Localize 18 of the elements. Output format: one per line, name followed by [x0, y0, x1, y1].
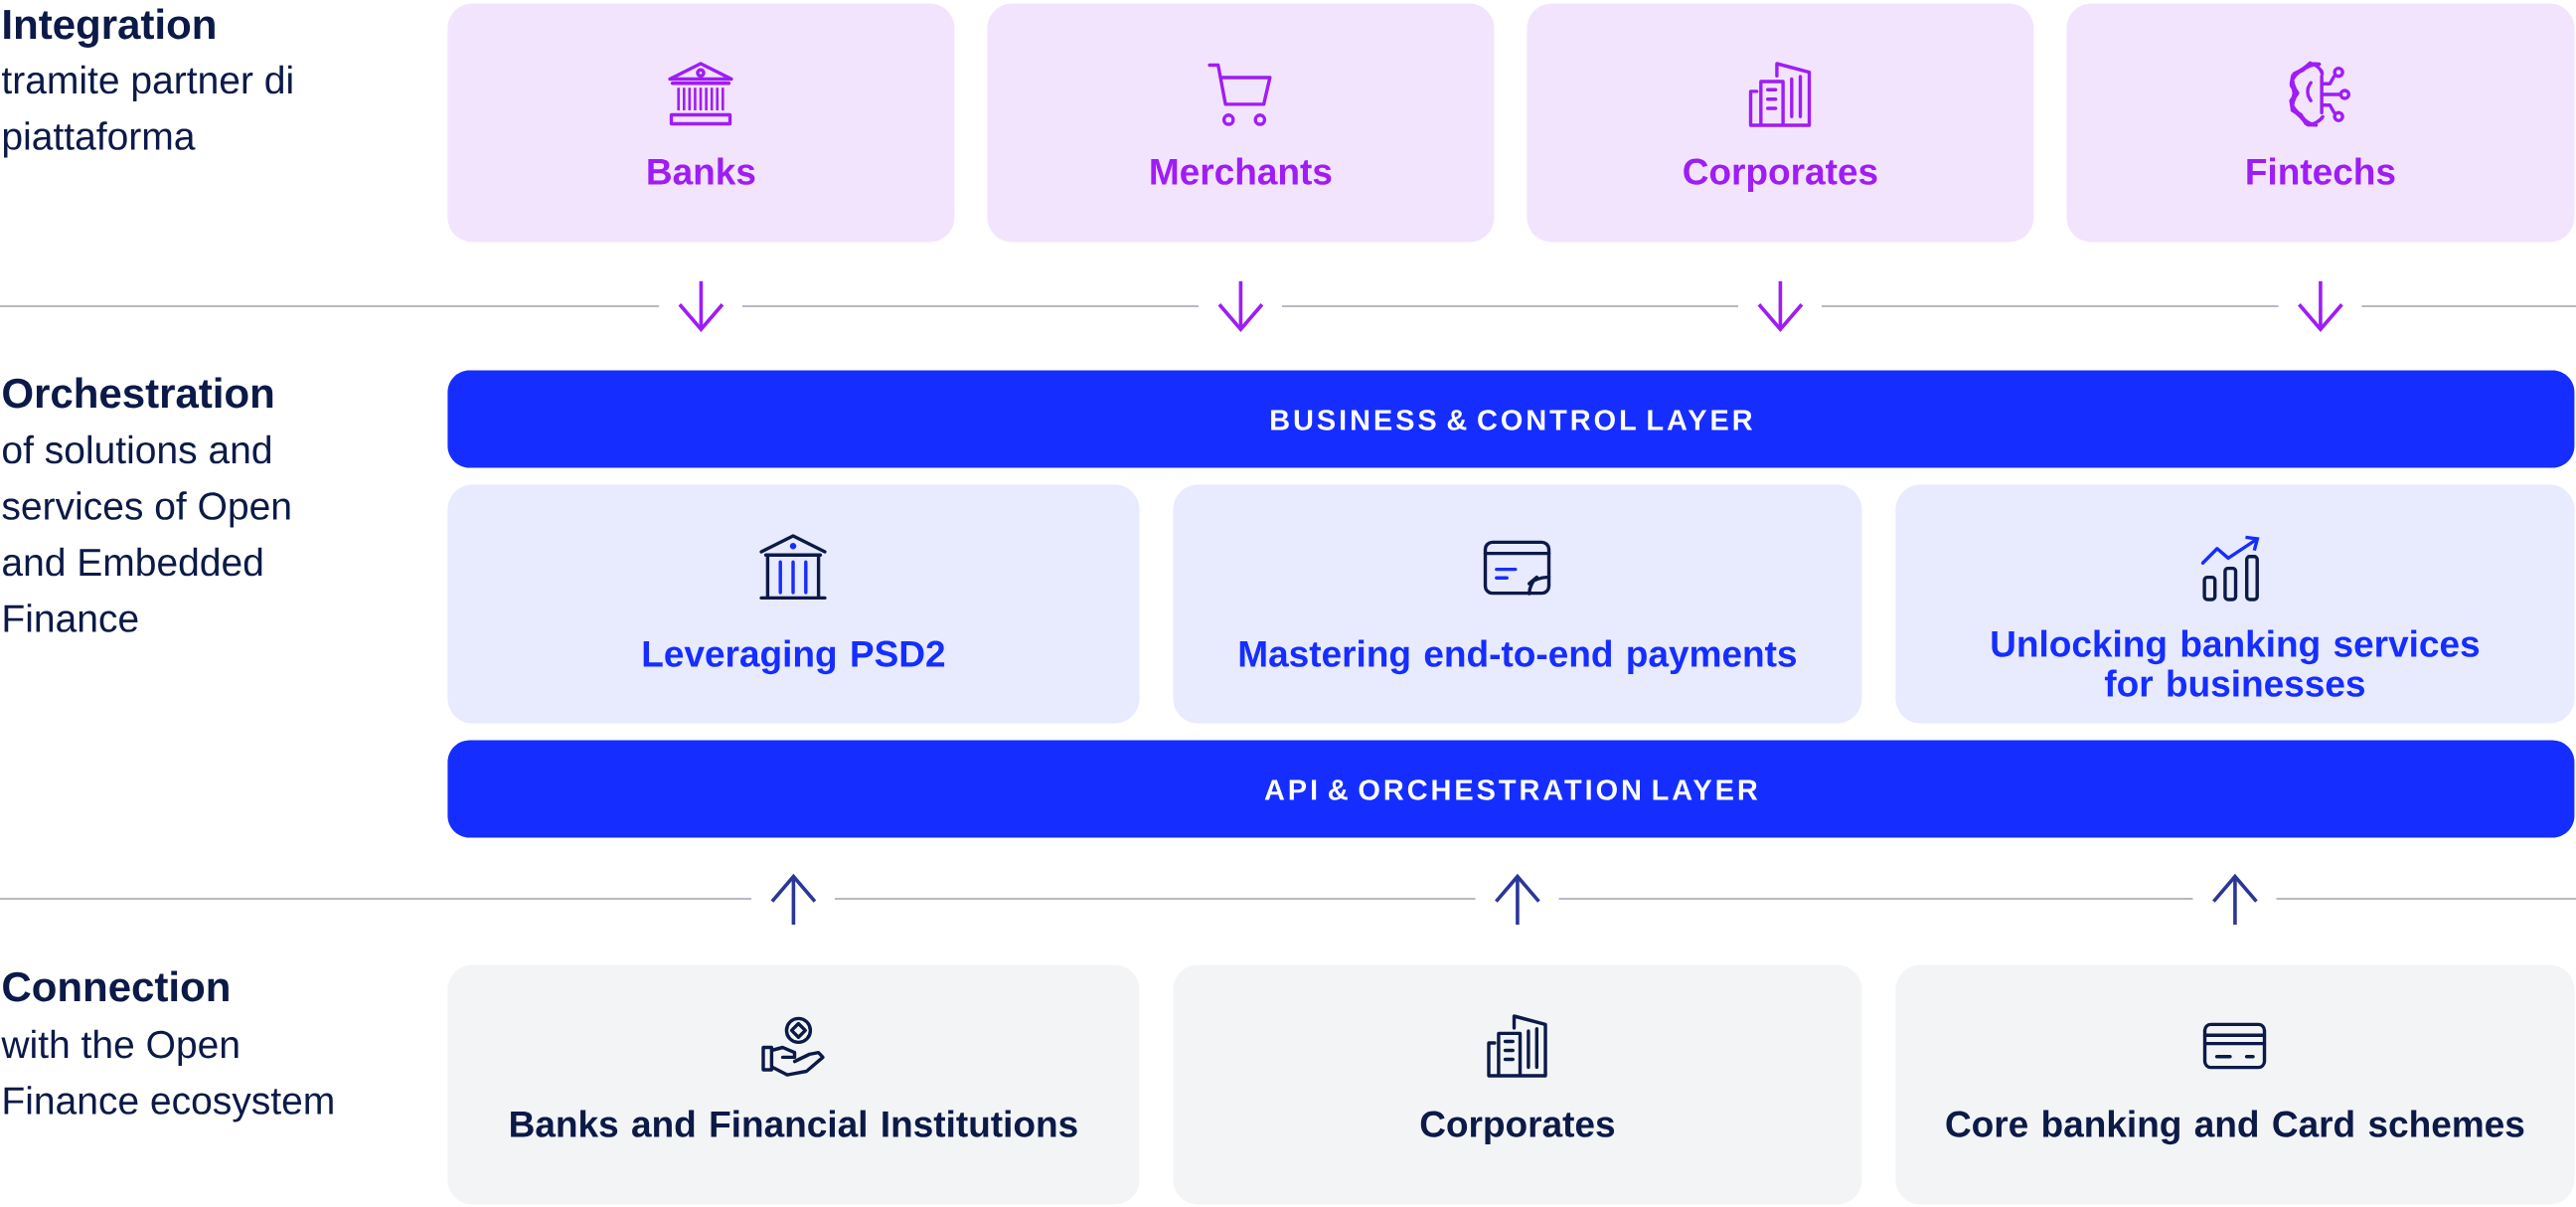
section-heading: Integration — [4, 8, 215, 48]
layer-bar: API & ORCHESTRATION LAYER — [447, 740, 2575, 838]
category-box: Fintechs — [2066, 3, 2575, 243]
section-heading: Orchestration — [3, 377, 273, 409]
solution-box: Leveraging PSD2 — [447, 484, 1140, 724]
section-description: with the Open Finance ecosystem — [1, 1029, 333, 1122]
category-box: Corporates — [1527, 3, 2034, 243]
section-heading: Connection — [3, 970, 229, 1002]
layer-bar: BUSINESS & CONTROL LAYER — [447, 370, 2575, 468]
section-description: tramite partner di piattaforma — [2, 65, 292, 158]
ecosystem-box: Banks and Financial Institutions — [447, 964, 1140, 1205]
ecosystem-box: Corporates — [1173, 964, 1862, 1205]
section-description: of solutions and services of Open and Embedded Finance — [2, 434, 290, 632]
solution-box: Unlocking banking services for businesses — [1895, 484, 2575, 724]
solution-box: Mastering end-to-end payments — [1173, 484, 1862, 724]
category-box: Merchants — [987, 3, 1495, 243]
ecosystem-box: Core banking and Card schemes — [1895, 964, 2575, 1205]
category-box: Banks — [447, 3, 955, 243]
